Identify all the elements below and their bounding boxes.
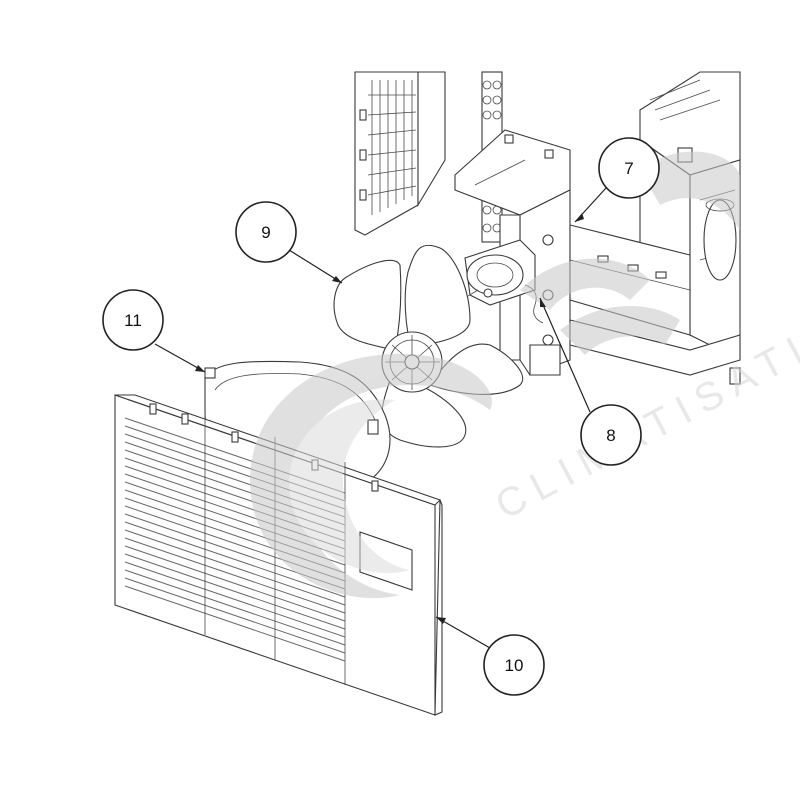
callout-7: 7 (574, 137, 660, 223)
callout-9: 9 (235, 201, 343, 284)
callout-8: 8 (539, 297, 642, 466)
callout-label-8: 8 (606, 426, 615, 445)
callout-circle-11 (102, 289, 164, 351)
callout-circle-8 (580, 404, 642, 466)
leader-line-9 (288, 249, 343, 284)
callout-label-9: 9 (261, 223, 270, 242)
leader-line-11 (154, 343, 206, 373)
condenser-coil-panel (354, 71, 446, 236)
callout-circle-10 (483, 634, 545, 696)
callout-circle-9 (235, 201, 297, 263)
callout-10: 10 (435, 616, 545, 696)
front-grille-panel (114, 394, 443, 716)
callout-label-10: 10 (505, 656, 524, 675)
leader-line-10 (435, 616, 491, 649)
callout-label-11: 11 (124, 311, 142, 330)
callout-11: 11 (102, 289, 206, 373)
callout-circle-7 (598, 137, 660, 199)
fan-motor (464, 239, 544, 324)
callout-label-7: 7 (624, 159, 633, 178)
leader-line-8 (539, 297, 591, 413)
